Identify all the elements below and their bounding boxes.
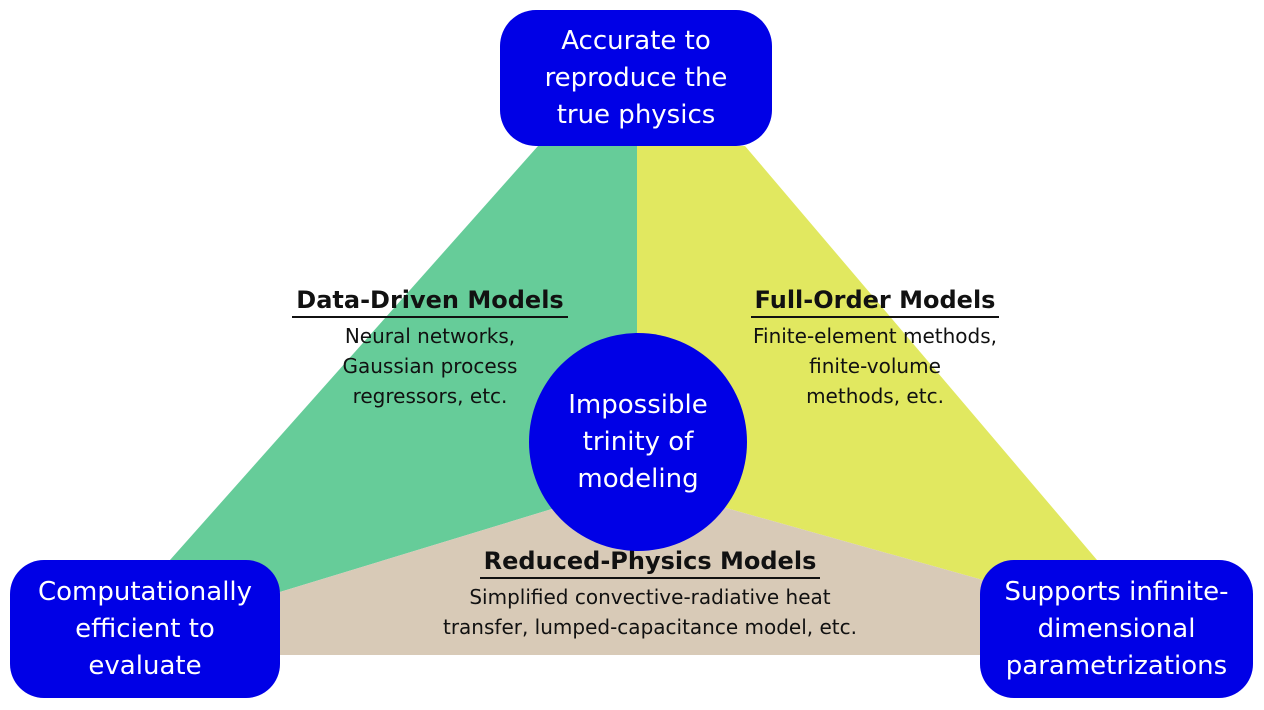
reduced-physics-models-line-2: transfer, lumped-capacitance model, etc. [442,615,857,639]
accurate-physics-line-1: Accurate to [561,25,711,56]
impossible-trinity-line-2: trinity of [582,426,694,457]
infinite-dimensional-line-2: dimensional [1037,613,1196,644]
computationally-efficient-box: Computationally efficient to evaluate [10,560,280,698]
reduced-physics-models-line-1: Simplified convective-radiative heat [469,585,831,609]
data-driven-models-line-1: Neural networks, [344,324,516,348]
full-order-models-line-3: methods, etc. [806,384,944,408]
computationally-efficient-line-2: efficient to [75,613,215,644]
computationally-efficient-line-1: Computationally [37,576,253,607]
full-order-models-title: Full-Order Models [750,284,1000,318]
data-driven-models-line-3: regressors, etc. [352,384,508,408]
accurate-physics-box: Accurate to reproduce the true physics [500,10,772,146]
infinite-dimensional-line-1: Supports infinite- [1004,576,1229,607]
data-driven-models-label: Data-Driven Models Neural networks, Gaus… [270,284,590,411]
reduced-physics-models-title: Reduced-Physics Models [479,545,821,579]
impossible-trinity-line-1: Impossible [568,389,708,420]
impossible-trinity-circle: Impossible trinity of modeling [529,333,747,551]
full-order-models-label: Full-Order Models Finite-element methods… [720,284,1030,411]
infinite-dimensional-line-3: parametrizations [1005,650,1228,681]
accurate-physics-line-3: true physics [556,99,716,130]
accurate-physics-line-2: reproduce the [544,62,728,93]
data-driven-models-title: Data-Driven Models [292,284,568,318]
full-order-region [637,146,1097,582]
full-order-models-line-2: finite-volume [809,354,941,378]
impossible-trinity-line-3: modeling [577,463,699,494]
computationally-efficient-line-3: evaluate [88,650,202,681]
full-order-models-line-1: Finite-element methods, [752,324,998,348]
data-driven-models-line-2: Gaussian process [342,354,518,378]
data-driven-region [170,146,637,595]
reduced-physics-models-label: Reduced-Physics Models Simplified convec… [390,545,910,642]
infinite-dimensional-box: Supports infinite- dimensional parametri… [980,560,1253,698]
reduced-physics-region [270,483,990,655]
